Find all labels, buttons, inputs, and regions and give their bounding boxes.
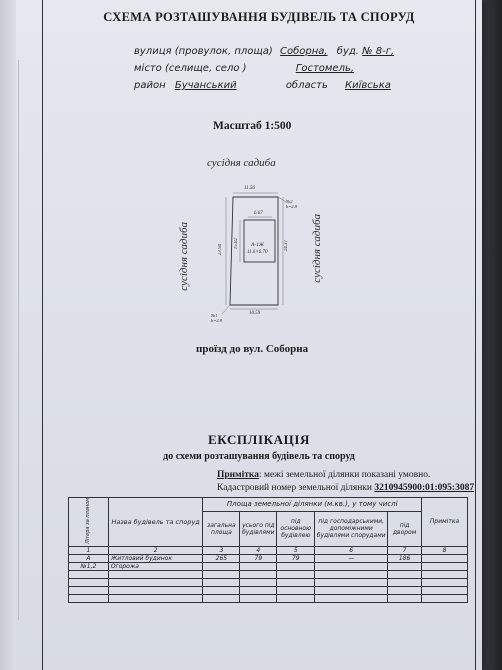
page-fold bbox=[18, 60, 19, 620]
num-cell: 3 bbox=[202, 545, 241, 555]
road-label: проїзд до вул. Соборна bbox=[196, 343, 309, 355]
district-value: Бучанський bbox=[174, 80, 237, 91]
street-prefix: вулиця (провулок, площа) bbox=[134, 46, 273, 57]
num-cell: 7 bbox=[387, 545, 423, 555]
cadastral-line: Кадастровий номер земельної ділянки 3210… bbox=[217, 483, 474, 493]
dim-right: 24.37 bbox=[284, 240, 289, 252]
neighbor-left-label: сусідня садиба bbox=[178, 222, 190, 291]
street-value: Соборна, bbox=[280, 46, 328, 57]
city-prefix: місто (селище, село ) bbox=[134, 63, 247, 74]
explication-title: ЕКСПЛІКАЦІЯ bbox=[208, 432, 310, 447]
site-plan bbox=[221, 192, 287, 315]
neighbor-right-label: сусідня садиба bbox=[311, 214, 323, 283]
house-prefix: буд. bbox=[336, 46, 359, 57]
num-cell: 2 bbox=[107, 545, 204, 555]
point-2-num: №2 bbox=[286, 199, 293, 204]
num-cell: 1 bbox=[68, 545, 109, 555]
point-1-label: №1 h=2.8 bbox=[211, 313, 222, 323]
note-text: : межі земельної ділянки показані умовно… bbox=[259, 470, 431, 480]
num-cell: 4 bbox=[239, 545, 278, 555]
header-letter-text: Літера за планом bbox=[85, 498, 92, 544]
header-name: Назва будівель та споруд bbox=[107, 497, 204, 547]
cadastral-value: 3210945900:01:095:3087 bbox=[374, 483, 475, 493]
row-under bbox=[239, 561, 278, 571]
building-dims: 11.6×6.70 bbox=[247, 250, 268, 255]
page-frame bbox=[42, 0, 476, 670]
point-2-height: h=2.8 bbox=[286, 204, 297, 209]
table-empty-row bbox=[68, 585, 468, 595]
building-label: А-1Ж bbox=[251, 242, 264, 248]
dim-inner-top: 6.67 bbox=[254, 211, 263, 216]
address-street-line: вулиця (провулок, площа) Соборна, буд. №… bbox=[134, 46, 394, 57]
neighbor-top-label: сусідня садиба bbox=[207, 157, 276, 169]
row-name: Житловий будинок bbox=[107, 553, 204, 563]
table-row: А Житловий будинок 265 79 79 — 186 bbox=[68, 553, 468, 563]
point-1-height: h=2.8 bbox=[211, 318, 222, 323]
row-note bbox=[421, 553, 468, 563]
header-yard: під двором bbox=[387, 510, 423, 547]
city-value: Гостомель, bbox=[295, 63, 355, 74]
page-edge bbox=[0, 0, 16, 670]
header-letter: Літера за планом bbox=[68, 497, 109, 547]
header-main: під основною будівлею bbox=[276, 510, 316, 547]
header-note: Примітка bbox=[421, 497, 468, 547]
row-letter: А bbox=[68, 553, 109, 563]
dim-bottom: 10.59 bbox=[249, 311, 261, 316]
row-main bbox=[276, 561, 316, 571]
dim-top: 11.56 bbox=[244, 186, 255, 191]
header-household: під господарськими, допоміжними будівлям… bbox=[314, 510, 389, 547]
row-note bbox=[421, 561, 468, 571]
row-under: 79 bbox=[239, 553, 278, 563]
leader-point-1 bbox=[221, 304, 231, 315]
header-under-buildings: усього під будівлями bbox=[239, 510, 278, 547]
num-cell: 6 bbox=[314, 545, 389, 555]
dim-inner: 15.82 bbox=[234, 238, 239, 250]
note-label: Примітка bbox=[217, 470, 260, 480]
row-letter: №1,2 bbox=[68, 561, 109, 571]
region-prefix: область bbox=[285, 80, 328, 91]
leader-point-2 bbox=[277, 196, 287, 203]
desk-background bbox=[480, 0, 502, 670]
cadastral-label: Кадастровий номер земельної ділянки bbox=[217, 483, 372, 493]
numbers-row: 1 2 3 4 5 6 7 8 bbox=[68, 545, 468, 555]
scale-label: Масштаб 1:500 bbox=[213, 120, 292, 132]
table-empty-row bbox=[68, 577, 468, 587]
building-outline bbox=[243, 219, 276, 263]
plot-boundary bbox=[229, 196, 279, 306]
header-total: загальна площа bbox=[202, 510, 241, 547]
row-main: 79 bbox=[276, 553, 316, 563]
dim-left: 23.94 bbox=[218, 244, 223, 256]
table-empty-row bbox=[68, 593, 468, 603]
row-total bbox=[202, 561, 241, 571]
row-name: Огорожа bbox=[107, 561, 204, 571]
row-household: — bbox=[314, 553, 389, 563]
house-value: № 8-г, bbox=[362, 46, 395, 57]
district-prefix: район bbox=[134, 80, 166, 91]
row-yard: 186 bbox=[387, 553, 423, 563]
point-2-label: №2 h=2.8 bbox=[286, 199, 297, 209]
document-title: СХЕМА РОЗТАШУВАННЯ БУДІВЕЛЬ ТА СПОРУД bbox=[103, 10, 415, 24]
point-1-num: №1 bbox=[211, 313, 218, 318]
num-cell: 5 bbox=[276, 545, 316, 555]
explication-table: Літера за планом Назва будівель та спору… bbox=[68, 497, 468, 603]
table-row: №1,2 Огорожа bbox=[68, 561, 468, 571]
row-total: 265 bbox=[202, 553, 241, 563]
address-district-line: район Бучанський область Київська bbox=[134, 80, 391, 91]
header-area-group: Площа земельної ділянки (м.кв.), у тому … bbox=[202, 497, 423, 512]
row-yard bbox=[387, 561, 423, 571]
address-city-line: місто (селище, село ) Гостомель, bbox=[134, 63, 354, 74]
region-value: Київська bbox=[345, 80, 391, 91]
explication-subtitle: до схеми розташування будівель та споруд bbox=[163, 451, 355, 462]
table-empty-row bbox=[68, 569, 468, 579]
num-cell: 8 bbox=[421, 545, 468, 555]
row-household bbox=[314, 561, 389, 571]
note-line: Примітка: межі земельної ділянки показан… bbox=[217, 470, 430, 480]
